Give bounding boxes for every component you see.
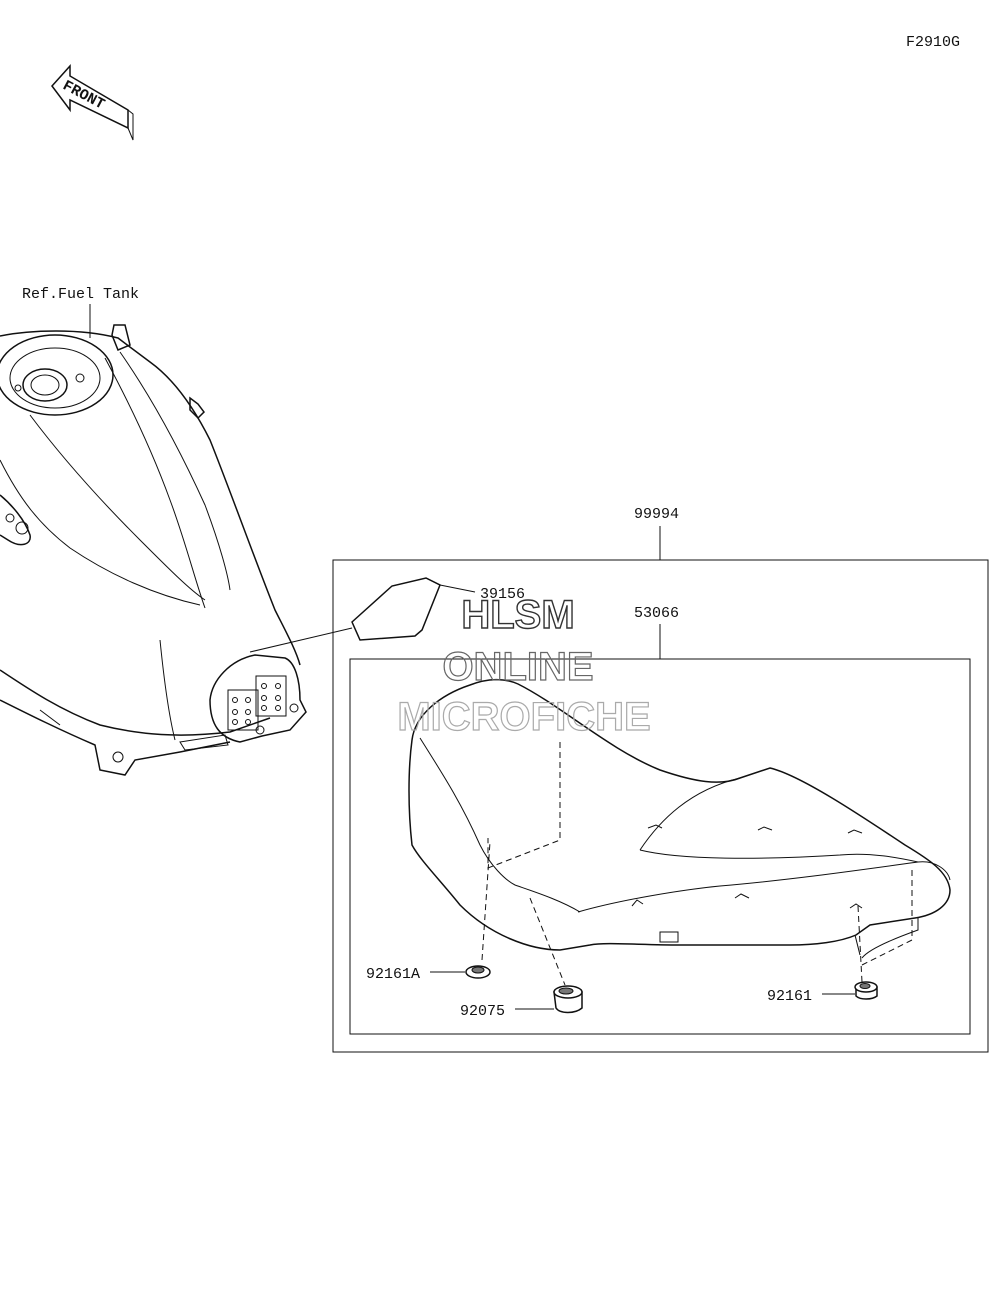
- install-guide-lines: [481, 742, 913, 986]
- diagram-code: F2910G: [906, 34, 960, 51]
- grommet-front-label: 92161A: [366, 966, 420, 983]
- seat-part-label: 53066: [634, 605, 679, 622]
- grommet-rear-label: 92161: [767, 988, 812, 1005]
- kit-part-label: 99994: [634, 506, 679, 523]
- fuel-tank-ref-label: Ref.Fuel Tank: [22, 286, 139, 303]
- damper-part: [553, 985, 583, 1014]
- fuel-tank-drawing: [0, 324, 307, 776]
- watermark-line2: ONLINE: [442, 645, 593, 689]
- watermark-line3: MICROFICHE: [397, 695, 650, 739]
- seat-drawing: [408, 678, 951, 959]
- watermark-line1: HLSM: [461, 593, 574, 637]
- kit-box: [332, 559, 989, 1053]
- front-arrow-icon: FRONT: [51, 64, 134, 141]
- seat-box: [349, 658, 971, 1035]
- grommet-front-part: [465, 965, 491, 979]
- watermark: HLSM ONLINE MICROFICHE: [397, 592, 652, 739]
- front-label: FRONT: [60, 77, 108, 113]
- pad-part-label: 39156: [480, 586, 525, 603]
- grommet-rear-part: [854, 981, 878, 1000]
- pad-part-39156: [249, 577, 476, 653]
- damper-label: 92075: [460, 1003, 505, 1020]
